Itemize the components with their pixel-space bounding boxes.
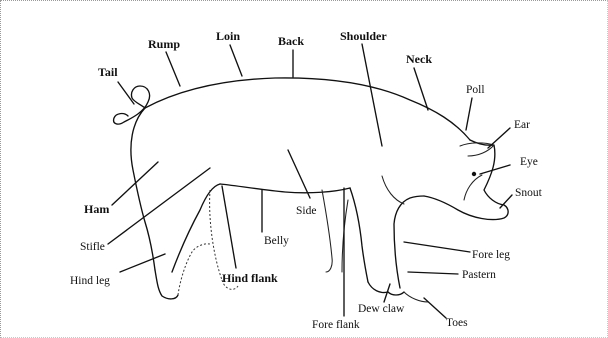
label-hind-flank: Hind flank: [222, 271, 278, 285]
leader-fore-leg: [404, 242, 470, 252]
leader-ear: [488, 128, 510, 148]
leader-shoulder: [362, 44, 382, 146]
label-neck: Neck: [406, 52, 432, 66]
leader-hind-leg: [120, 254, 165, 272]
label-toes: Toes: [446, 317, 468, 329]
label-back: Back: [278, 34, 304, 48]
label-pastern: Pastern: [462, 269, 496, 281]
leader-loin: [230, 45, 242, 76]
leader-eye: [480, 165, 510, 174]
label-side: Side: [296, 205, 316, 217]
label-ham: Ham: [84, 202, 109, 216]
leader-side: [288, 150, 310, 198]
label-eye: Eye: [520, 156, 538, 168]
label-belly: Belly: [264, 235, 289, 247]
label-dew-claw: Dew claw: [358, 303, 405, 315]
leader-poll: [466, 98, 472, 130]
leader-ham: [112, 162, 158, 205]
label-fore-flank: Fore flank: [312, 319, 360, 331]
labels: Tail Rump Loin Back Shoulder Neck Poll E…: [70, 29, 543, 331]
leader-lines: [108, 44, 512, 318]
label-shoulder: Shoulder: [340, 29, 387, 43]
label-rump: Rump: [148, 37, 180, 51]
label-stifle: Stifle: [80, 241, 105, 253]
leader-toes: [424, 298, 446, 318]
label-ear: Ear: [514, 119, 530, 131]
label-snout: Snout: [515, 187, 543, 199]
leader-stifle: [108, 168, 210, 244]
label-poll: Poll: [466, 84, 485, 96]
leader-neck: [414, 68, 428, 110]
leader-pastern: [408, 272, 458, 274]
label-fore-leg: Fore leg: [472, 249, 510, 261]
label-tail: Tail: [98, 65, 118, 79]
label-loin: Loin: [216, 29, 240, 43]
leader-rump: [166, 52, 180, 86]
pig-outline: [114, 78, 509, 302]
leader-hind-flank: [222, 186, 236, 268]
label-hind-leg: Hind leg: [70, 275, 110, 287]
